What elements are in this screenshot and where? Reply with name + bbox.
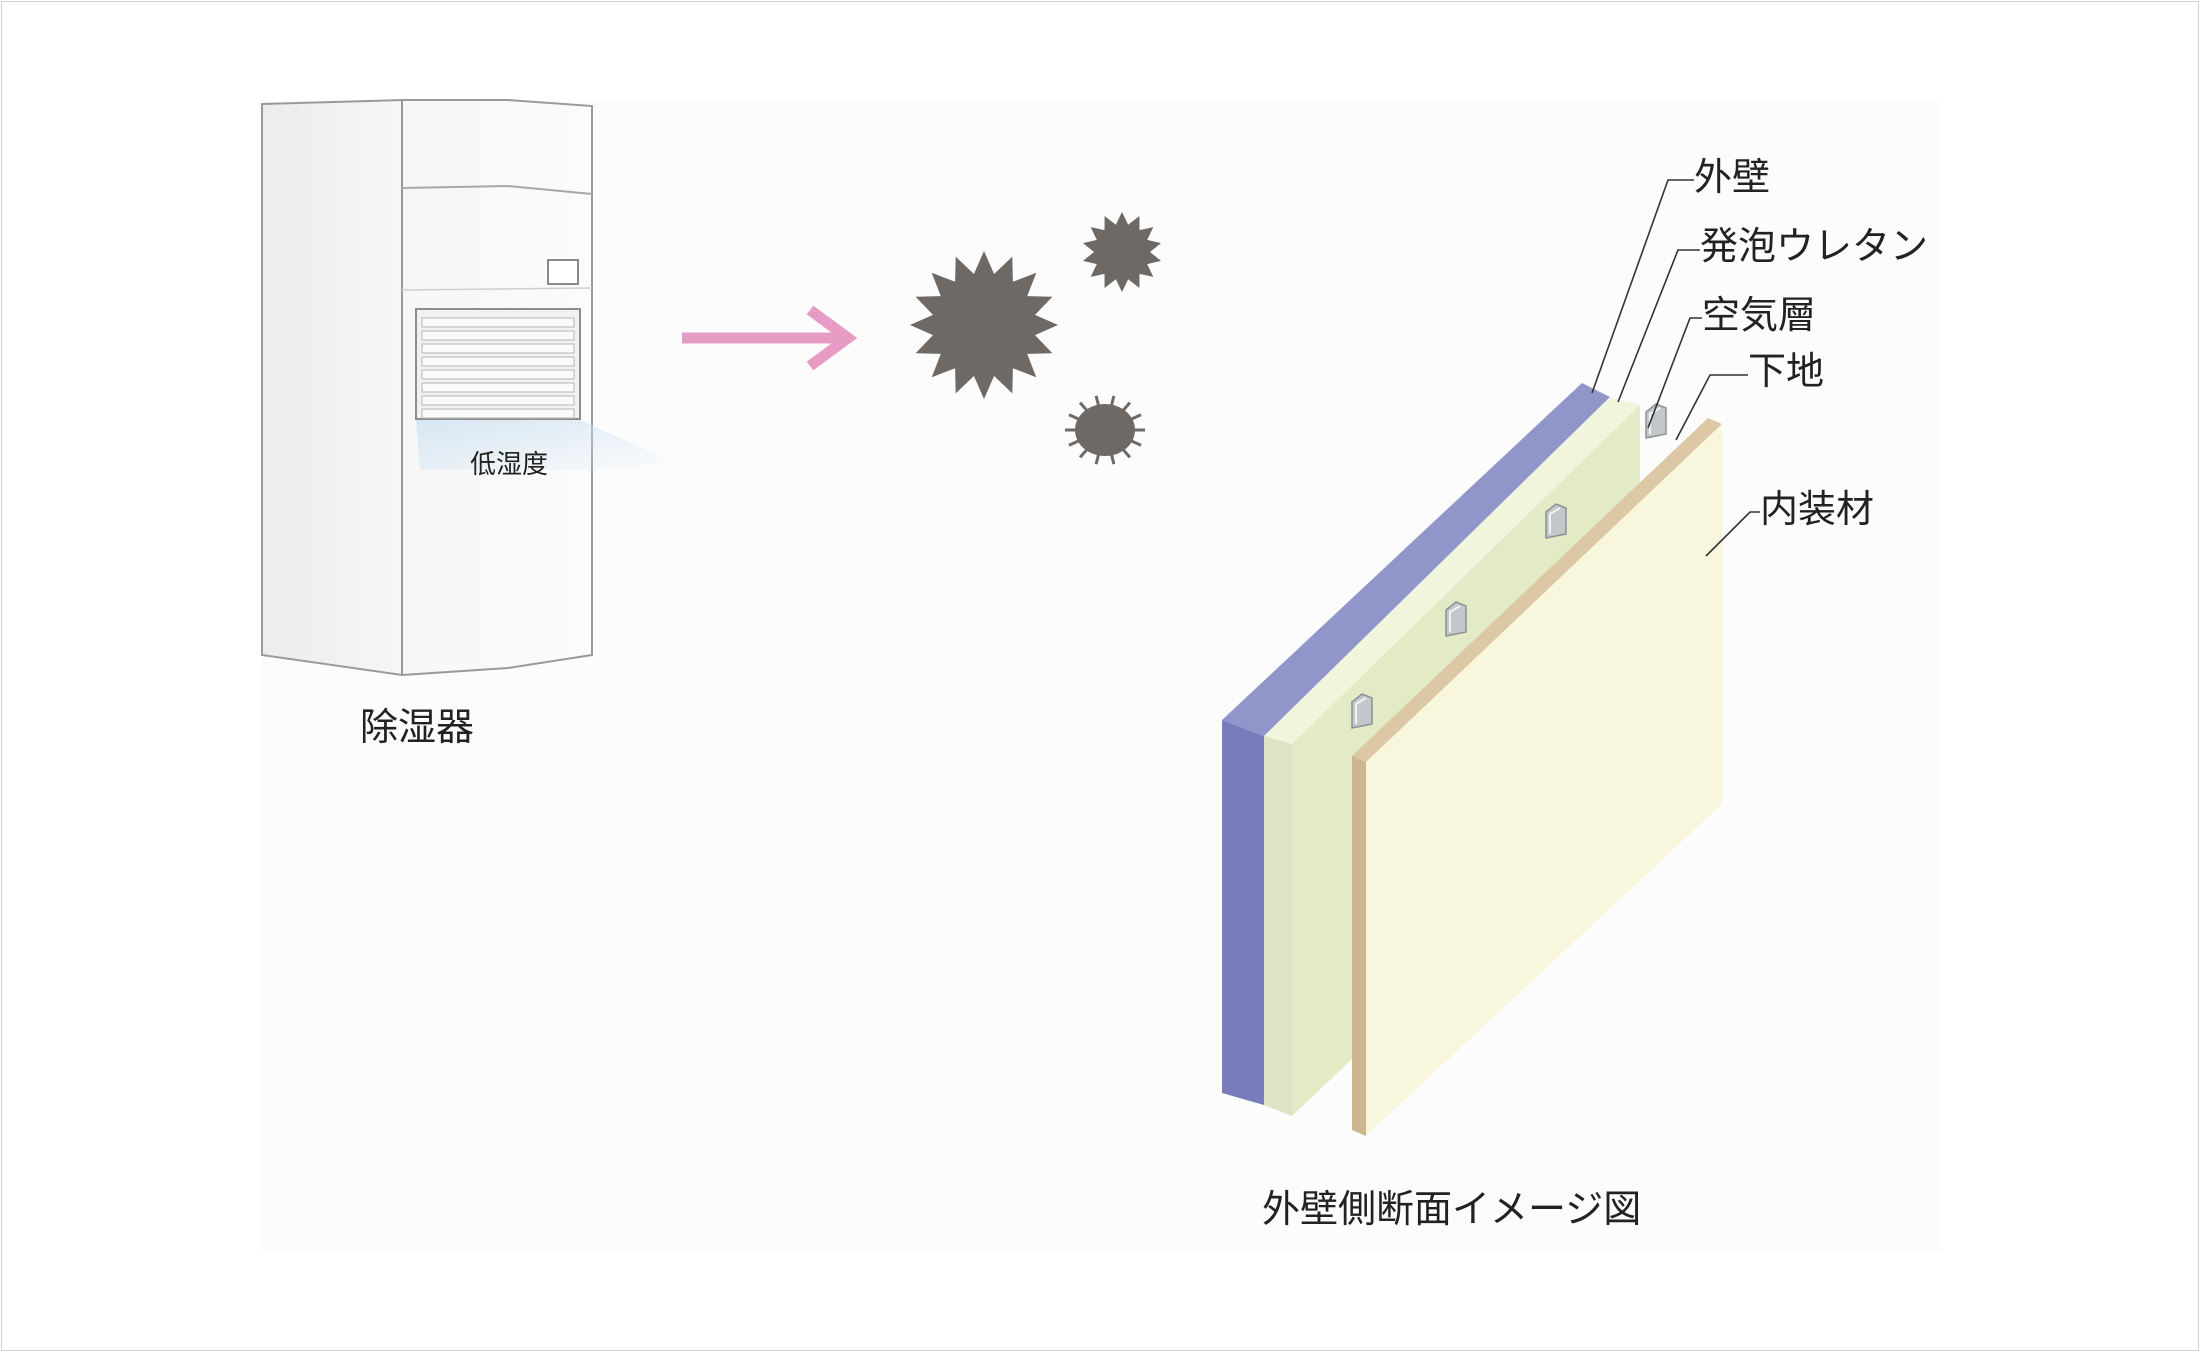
louver-slat bbox=[421, 395, 575, 406]
furring-strip-highlight bbox=[1649, 407, 1661, 434]
mite-leg bbox=[1068, 413, 1081, 421]
furring-strip-highlight bbox=[1355, 697, 1367, 724]
dehumidifier-top-seam bbox=[401, 184, 593, 195]
louver-slat bbox=[421, 369, 575, 380]
leader-air-layer bbox=[1647, 317, 1702, 429]
leader-interior bbox=[1705, 511, 1760, 557]
mite-leg bbox=[1078, 401, 1089, 413]
furring-strip bbox=[1445, 601, 1467, 637]
leader-furring bbox=[1675, 374, 1748, 441]
interior-board-edge bbox=[1352, 756, 1366, 1136]
dehumidifier-display bbox=[547, 259, 579, 285]
louver-slat bbox=[421, 330, 575, 341]
germ-icon bbox=[910, 251, 1058, 399]
mite-body bbox=[1075, 404, 1135, 456]
dehumidifier-label: 除湿器 bbox=[360, 705, 475, 749]
dehumidifier-unit bbox=[261, 98, 690, 677]
interior-board-face bbox=[1366, 424, 1722, 1136]
louver-slat bbox=[421, 317, 575, 328]
mite-leg bbox=[1109, 453, 1116, 465]
louver-slat bbox=[421, 408, 575, 419]
dehumidifier-mid-seam bbox=[401, 287, 593, 291]
leader-exterior-wall bbox=[1591, 179, 1694, 394]
mite-leg bbox=[1121, 401, 1132, 413]
mite-leg bbox=[1109, 395, 1116, 407]
layer-label-exterior-wall: 外壁 bbox=[1694, 155, 1771, 199]
urethane-thin-face bbox=[1264, 736, 1292, 1116]
louver-slat bbox=[421, 343, 575, 354]
furring-strip-highlight bbox=[1549, 507, 1561, 534]
arrow-head bbox=[806, 305, 858, 371]
layer-label-furring: 下地 bbox=[1748, 349, 1825, 393]
exterior-wall-front bbox=[1222, 720, 1264, 1105]
mite-leg bbox=[1129, 439, 1142, 447]
furring-strip bbox=[1645, 403, 1667, 439]
arrow-right-icon bbox=[682, 305, 858, 371]
louver-slats bbox=[421, 317, 575, 419]
louver-slat bbox=[421, 356, 575, 367]
low-humidity-label: 低湿度 bbox=[470, 450, 549, 480]
interior-board-top bbox=[1352, 418, 1722, 762]
layer-label-urethane: 発泡ウレタン bbox=[1700, 224, 1929, 268]
mite-leg bbox=[1094, 395, 1101, 407]
furring-strip bbox=[1351, 693, 1373, 729]
mite-leg bbox=[1121, 447, 1132, 459]
dehumidifier-side bbox=[261, 98, 403, 677]
urethane-top bbox=[1264, 397, 1640, 744]
dry-air-flow bbox=[416, 420, 690, 470]
mite-leg bbox=[1078, 447, 1089, 459]
germ-icon bbox=[1083, 212, 1161, 292]
mite-leg bbox=[1129, 413, 1142, 421]
exterior-wall-top bbox=[1222, 383, 1610, 736]
mite-icon bbox=[1065, 395, 1145, 465]
furring-strip-highlight bbox=[1449, 605, 1461, 632]
germs-group bbox=[910, 212, 1161, 465]
layer-label-air-layer: 空気層 bbox=[1702, 293, 1817, 337]
mite-leg bbox=[1094, 453, 1101, 465]
layer-label-interior: 内装材 bbox=[1760, 487, 1875, 531]
leader-lines bbox=[1591, 179, 1760, 557]
furring-strips bbox=[1351, 403, 1667, 729]
louver-slat bbox=[421, 382, 575, 393]
figure-caption: 外壁側断面イメージ図 bbox=[1262, 1187, 1642, 1231]
furring-strip bbox=[1545, 503, 1567, 539]
mite-leg bbox=[1068, 439, 1081, 447]
wall-cross-section bbox=[1222, 383, 1722, 1136]
leader-urethane bbox=[1617, 249, 1700, 403]
